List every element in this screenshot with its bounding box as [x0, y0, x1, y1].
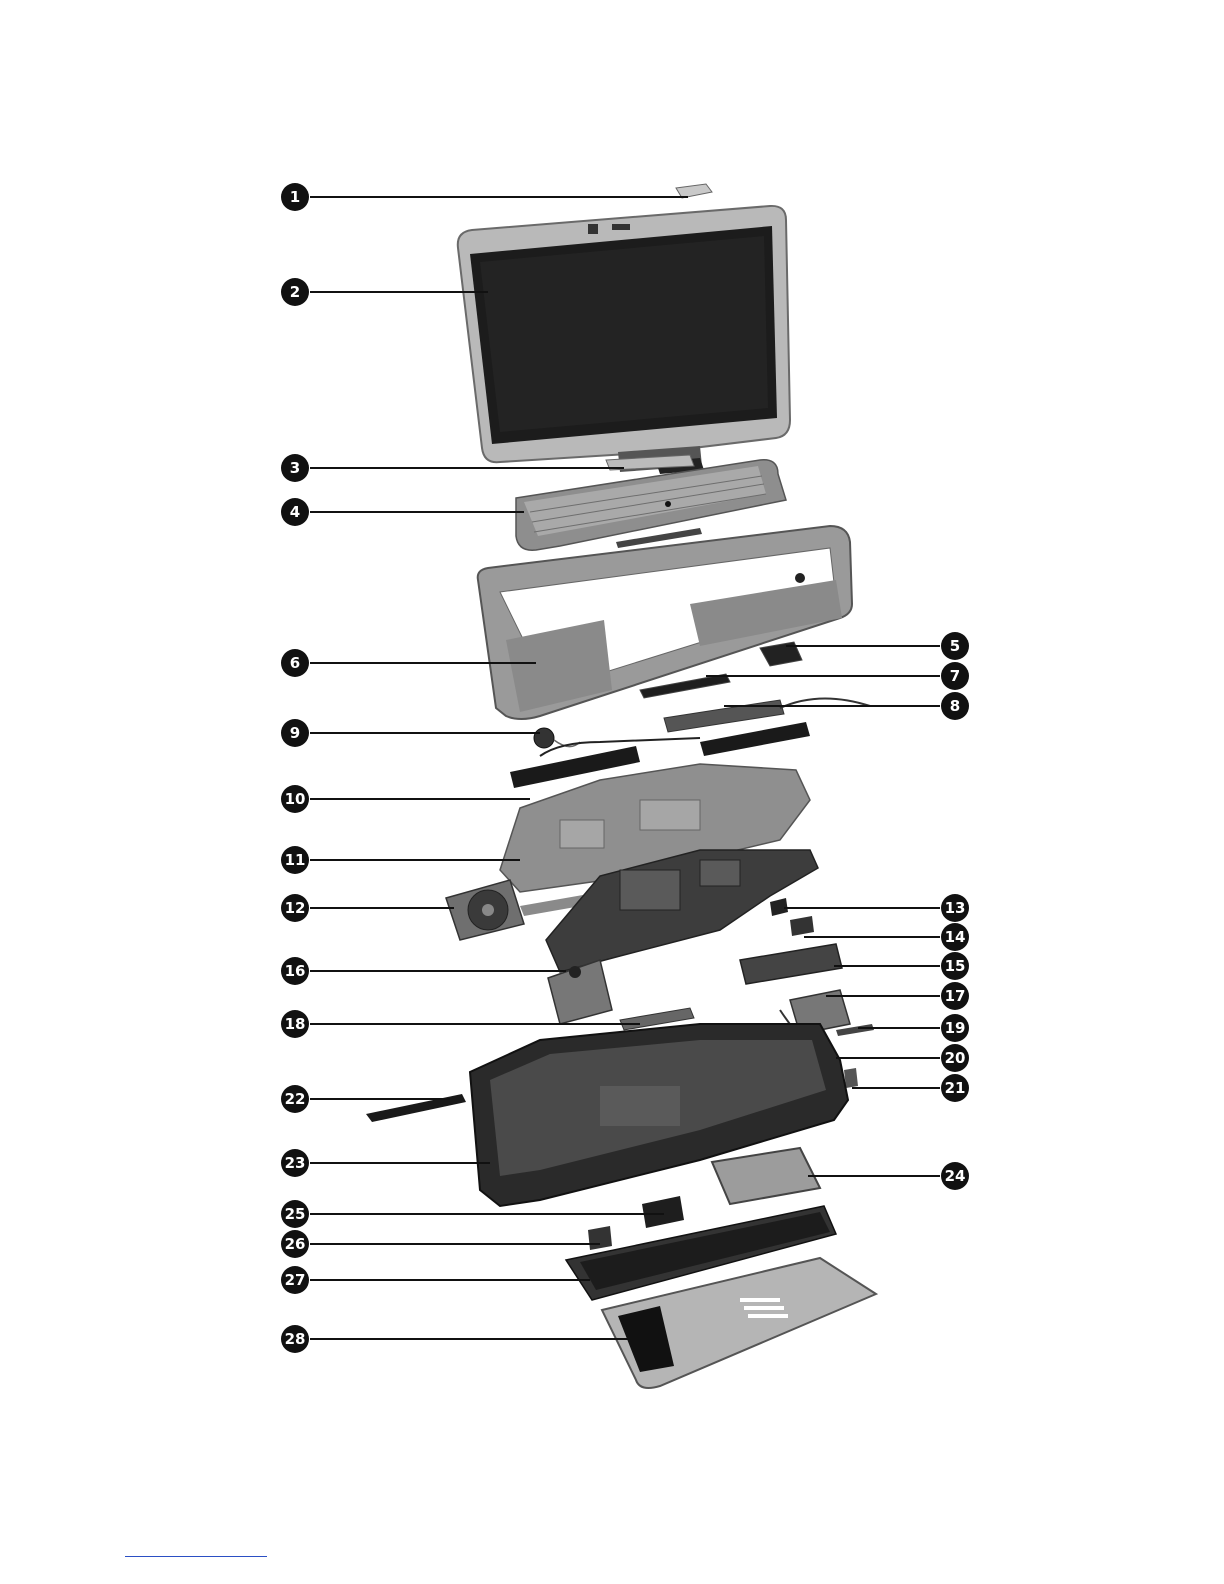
callout-23: 23 — [281, 1149, 309, 1177]
callout-3-label: 3 — [290, 459, 300, 477]
part-rtc-battery — [534, 728, 554, 748]
callout-16: 16 — [281, 957, 309, 985]
callout-4-label: 4 — [290, 503, 300, 521]
callout-9-label: 9 — [290, 724, 300, 742]
callout-19-label: 19 — [945, 1019, 966, 1037]
part-item-21 — [844, 1068, 858, 1088]
callout-15: 15 — [941, 952, 969, 980]
callout-10-label: 10 — [285, 790, 306, 808]
callout-25-label: 25 — [285, 1205, 306, 1223]
callout-11-label: 11 — [285, 851, 306, 869]
callout-11: 11 — [281, 846, 309, 874]
callout-20-label: 20 — [945, 1049, 966, 1067]
callout-20: 20 — [941, 1044, 969, 1072]
callout-12: 12 — [281, 894, 309, 922]
part-io-board — [548, 960, 612, 1024]
callout-10: 10 — [281, 785, 309, 813]
callout-24-label: 24 — [945, 1167, 966, 1185]
callout-3: 3 — [281, 454, 309, 482]
part-smart-card-reader — [740, 944, 842, 984]
callout-6: 6 — [281, 649, 309, 677]
callout-22-label: 22 — [285, 1090, 306, 1108]
part-hinge-cover — [676, 184, 712, 198]
callout-27-label: 27 — [285, 1271, 306, 1289]
callout-4: 4 — [281, 498, 309, 526]
part-memory — [642, 1196, 684, 1228]
callout-5: 5 — [941, 632, 969, 660]
callout-14-label: 14 — [945, 928, 966, 946]
callout-1-label: 1 — [290, 188, 300, 206]
callout-28-label: 28 — [285, 1330, 306, 1348]
callout-13-label: 13 — [945, 899, 966, 917]
callout-26: 26 — [281, 1230, 309, 1258]
callout-2-label: 2 — [290, 283, 300, 301]
part-hard-drive — [712, 1148, 820, 1204]
callout-14: 14 — [941, 923, 969, 951]
callout-17: 17 — [941, 982, 969, 1010]
callout-24: 24 — [941, 1162, 969, 1190]
callout-16-label: 16 — [285, 962, 306, 980]
footer-rule — [125, 1556, 267, 1557]
callout-21: 21 — [941, 1074, 969, 1102]
callout-17-label: 17 — [945, 987, 966, 1005]
part-item-14 — [790, 916, 814, 936]
callout-1: 1 — [281, 183, 309, 211]
part-item-8 — [664, 700, 784, 732]
callout-28: 28 — [281, 1325, 309, 1353]
callout-21-label: 21 — [945, 1079, 966, 1097]
callout-7-label: 7 — [950, 667, 960, 685]
callout-22: 22 — [281, 1085, 309, 1113]
part-wlan — [588, 1226, 612, 1250]
callout-12-label: 12 — [285, 899, 306, 917]
callout-7: 7 — [941, 662, 969, 690]
callout-8-label: 8 — [950, 697, 960, 715]
part-speaker-right — [700, 722, 810, 756]
part-display-assembly — [458, 206, 790, 474]
callout-26-label: 26 — [285, 1235, 306, 1253]
callout-9: 9 — [281, 719, 309, 747]
callout-13: 13 — [941, 894, 969, 922]
callout-19: 19 — [941, 1014, 969, 1042]
callout-5-label: 5 — [950, 637, 960, 655]
callout-23-label: 23 — [285, 1154, 306, 1172]
callout-25: 25 — [281, 1200, 309, 1228]
callout-8: 8 — [941, 692, 969, 720]
callout-27: 27 — [281, 1266, 309, 1294]
callout-18: 18 — [281, 1010, 309, 1038]
callout-6-label: 6 — [290, 654, 300, 672]
callout-18-label: 18 — [285, 1015, 306, 1033]
callout-15-label: 15 — [945, 957, 966, 975]
callout-2: 2 — [281, 278, 309, 306]
